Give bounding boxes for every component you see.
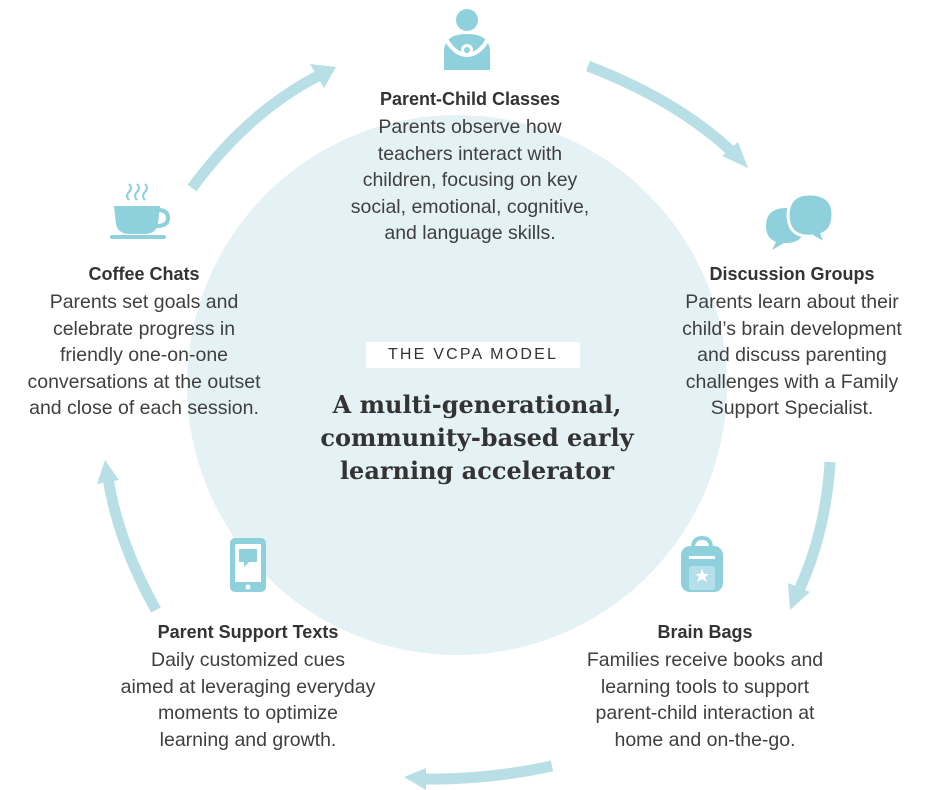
desc-line: conversations at the outset [27,370,261,393]
desc-line: teachers interact with [377,142,563,165]
node-discussion-groups: Discussion Groups Parents learn about th… [652,262,932,422]
node-coffee-chats: Coffee Chats Parents set goals and celeb… [0,262,288,422]
parent-child-icon [441,8,493,70]
arrow-bags-to-texts [423,760,554,785]
arrowhead-coffee [97,460,119,484]
node-description: Parents set goals and celebrate progress… [0,289,288,422]
center-circle [187,115,727,655]
desc-line: child’s brain development [682,317,902,340]
desc-line: friendly one-on-one [59,344,229,366]
arrow-classes-to-discussion [586,60,734,155]
node-brain-bags: Brain Bags Families receive books and le… [560,620,850,753]
arrow-coffee-to-classes [187,71,321,192]
coffee-cup-icon [110,182,171,240]
desc-line: Parents observe how [378,116,562,138]
arrow-texts-to-coffee [102,477,161,613]
desc-line: and language skills. [384,222,556,244]
desc-line: Families receive books and [586,649,824,671]
model-title-line: community-based early [320,423,634,452]
model-title-line: A multi-generational, [332,390,622,419]
desc-line: learning tools to support [600,675,810,698]
chat-bubbles-icon [764,192,835,250]
node-description: Parents observe how teachers interact wi… [305,114,635,247]
desc-line: Parents learn about their [685,291,899,313]
desc-line: moments to optimize [158,702,338,724]
node-title: Discussion Groups [709,264,875,284]
arrow-discussion-to-bags [794,461,836,591]
desc-line: Parents set goals and [49,291,239,313]
arrowhead-texts [404,768,426,790]
node-description: Daily customized cues aimed at leveragin… [98,647,398,753]
node-parent-support-texts: Parent Support Texts Daily customized cu… [98,620,398,753]
node-title: Parent Support Texts [157,622,339,642]
node-title: Brain Bags [657,622,753,642]
model-label: THE VCPA MODEL [366,342,580,368]
arrowhead-discussion [722,142,748,168]
desc-line: and discuss parenting [697,344,887,366]
desc-line: children, focusing on key [362,169,578,191]
node-title: Coffee Chats [88,264,200,284]
desc-line: Support Specialist. [710,397,874,419]
desc-line: celebrate progress in [52,317,236,340]
smartphone-icon [228,536,268,594]
desc-line: parent-child interaction at [595,702,815,724]
node-parent-child-classes: Parent-Child Classes Parents observe how… [305,87,635,247]
desc-line: and close of each session. [29,397,259,419]
desc-line: home and on-the-go. [614,728,796,751]
node-description: Parents learn about their child’s brain … [652,289,932,422]
model-title-line: learning accelerator [339,456,615,485]
node-title: Parent-Child Classes [379,89,561,109]
backpack-icon [679,535,725,592]
node-description: Families receive books and learning tool… [560,647,850,753]
desc-line: aimed at leveraging everyday [120,675,376,698]
model-title: A multi-generational, community-based ea… [287,388,667,487]
desc-line: Daily customized cues [151,649,345,671]
arrowhead-bags [788,583,810,610]
arrowhead-classes [310,64,336,88]
desc-line: challenges with a Family [685,370,899,393]
desc-line: learning and growth. [159,728,337,751]
desc-line: social, emotional, cognitive, [350,195,590,218]
